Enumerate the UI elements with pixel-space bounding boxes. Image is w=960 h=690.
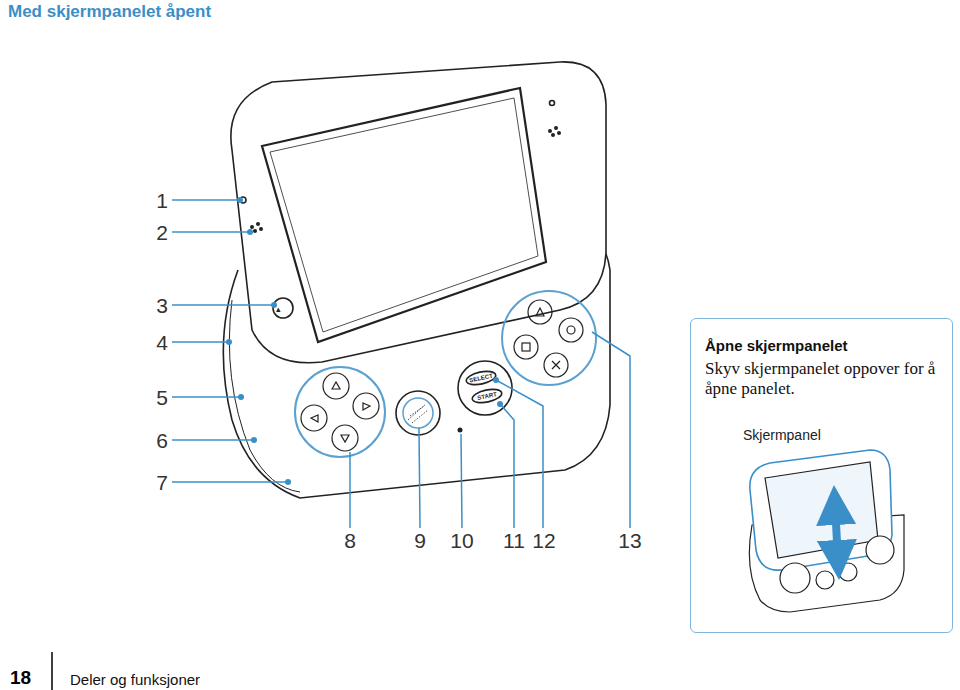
callout-number: 1 bbox=[156, 190, 168, 211]
callout-number: 12 bbox=[532, 530, 555, 551]
callout-number: 7 bbox=[156, 472, 168, 493]
page-title: Med skjermpanelet åpent bbox=[8, 2, 211, 22]
callout-number: 3 bbox=[156, 295, 168, 316]
footer-rule bbox=[51, 652, 53, 690]
slide-arrow bbox=[835, 505, 838, 560]
callout-number: 2 bbox=[156, 222, 168, 243]
leader-lines bbox=[172, 197, 630, 528]
inset-drawing bbox=[749, 450, 904, 612]
console-drawing: ▴ bbox=[223, 62, 610, 498]
part-name: Skjermpanel bbox=[743, 427, 821, 443]
callout-number: 9 bbox=[414, 530, 426, 551]
page-number: 18 bbox=[10, 667, 31, 689]
callout-number: 13 bbox=[618, 530, 641, 551]
callout-number: 8 bbox=[344, 530, 356, 551]
box-heading: Åpne skjermpanelet bbox=[705, 337, 848, 354]
callout-number: 11 bbox=[503, 530, 525, 551]
callout-number: 5 bbox=[156, 387, 168, 408]
callout-number: 4 bbox=[156, 332, 168, 353]
section-name: Deler og funksjoner bbox=[70, 671, 200, 688]
box-body: Skyv skjermpanelet oppover for å åpne pa… bbox=[705, 359, 941, 399]
callout-number: 10 bbox=[450, 530, 473, 551]
info-box: Åpne skjermpaneletSkyv skjermpanelet opp… bbox=[690, 318, 953, 633]
callout-number: 6 bbox=[156, 430, 168, 451]
